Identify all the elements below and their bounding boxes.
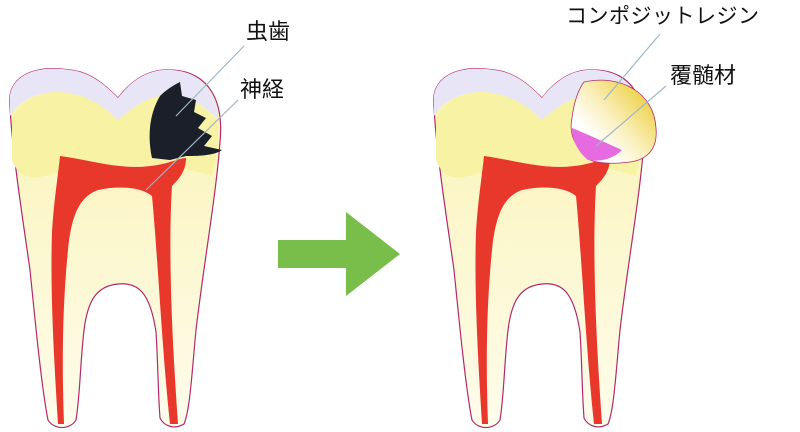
pulp-left: [51, 156, 186, 424]
leader-line-resin: [603, 33, 661, 101]
leader-line-nerve: [145, 99, 239, 191]
pulp-right: [475, 156, 610, 424]
composite-resin-label: コンポジットレジン: [566, 4, 760, 28]
tooth-restored: [433, 68, 657, 429]
right-arrow-icon: [278, 212, 400, 296]
pulp-capping-label: 覆髄材: [670, 64, 737, 89]
tooth-with-caries: [9, 68, 222, 429]
caries-label: 虫歯: [246, 20, 291, 45]
nerve-label: 神経: [240, 78, 285, 103]
leader-line-caries: [175, 45, 245, 117]
pulp-capping-liner: [572, 128, 622, 161]
caries-lesion: [149, 82, 222, 160]
enamel-left: [9, 68, 219, 120]
leader-line-liner: [595, 85, 667, 147]
